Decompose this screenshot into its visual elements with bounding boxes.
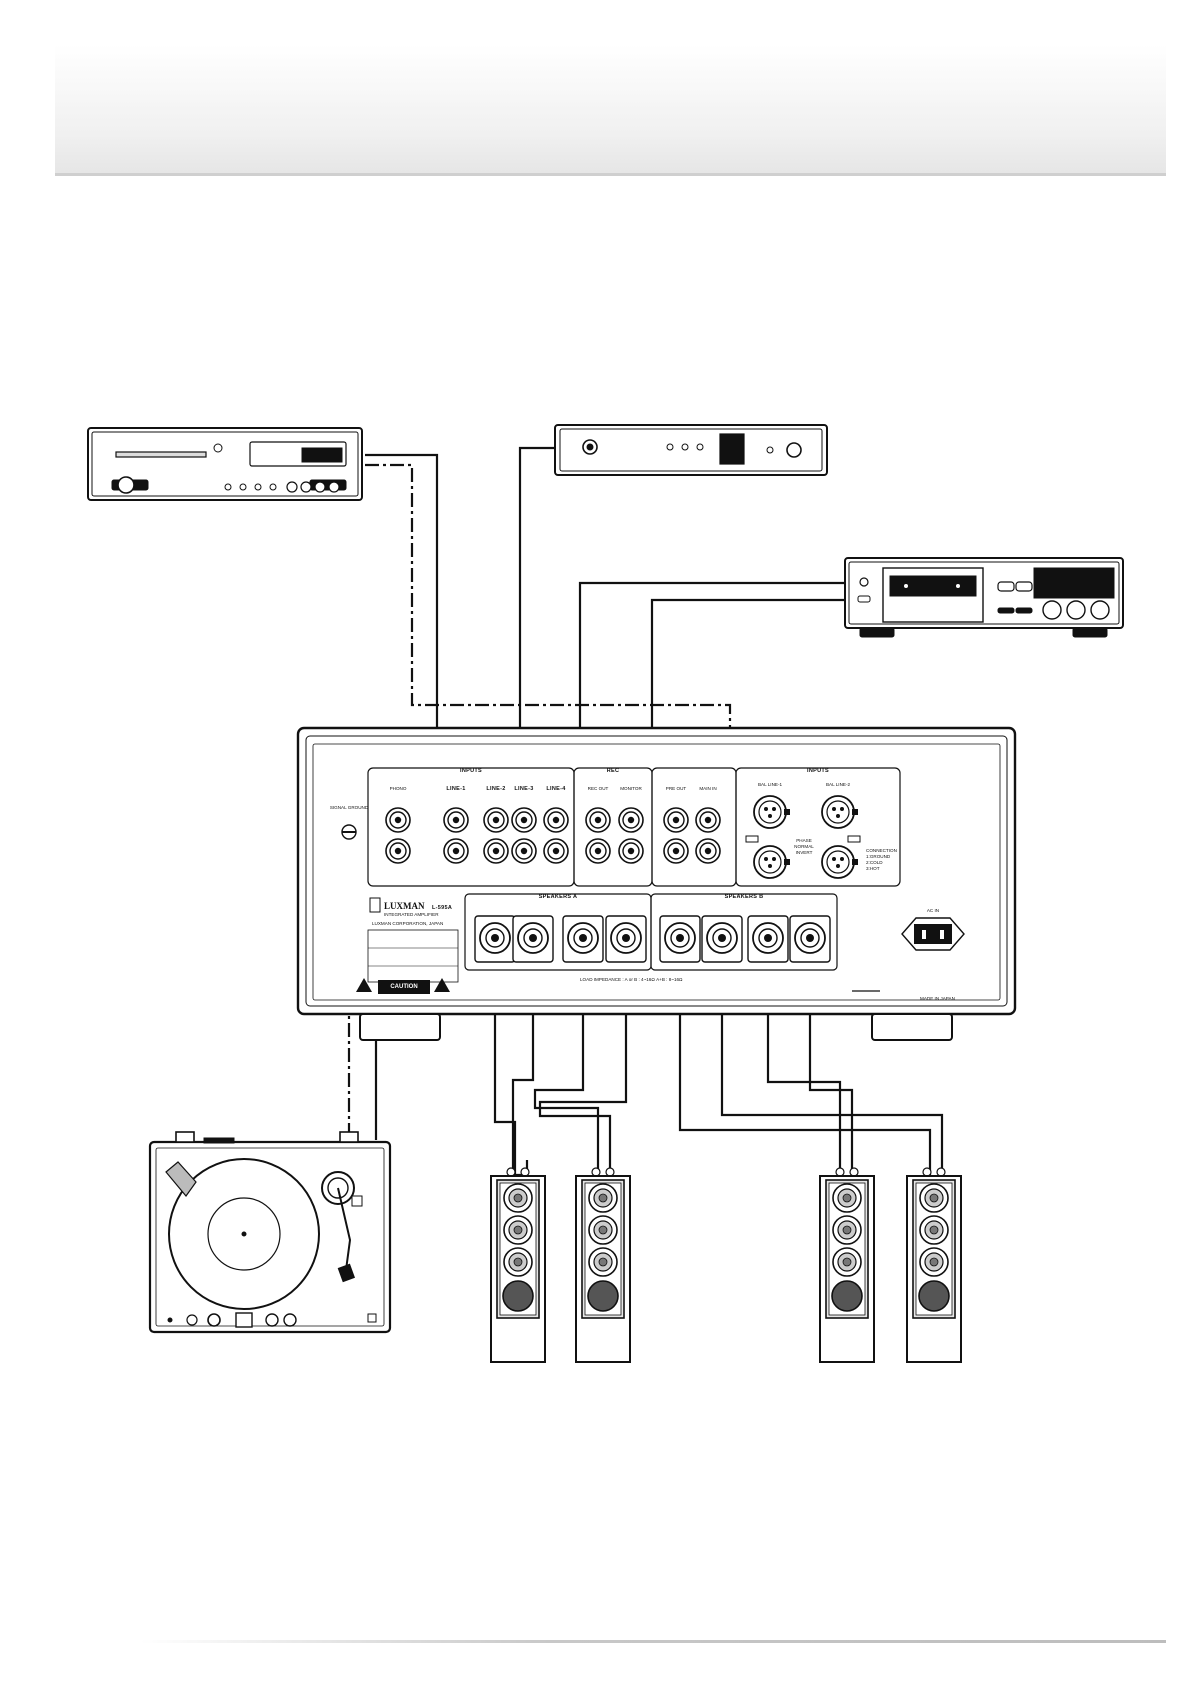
rca-jack [695,838,721,864]
rca-jack [443,838,469,864]
bal-line1-label: BAL LINE-1 [758,782,783,787]
rca-jack [483,807,509,833]
speaker-binding-post [562,915,604,963]
line2-label: LINE-2 [486,786,505,792]
speaker-binding-post [659,915,701,963]
model-name: L-595A [432,905,452,911]
connection-label: CONNECTION [866,848,897,853]
rca-jack [543,807,569,833]
rca-jack [585,838,611,864]
speaker-terminals: SPEAKERS A SPEAKERS B [464,893,838,971]
amp-subtitle: INTEGRATED AMPLIFIER [384,912,439,917]
speaker-binding-post [605,915,647,963]
rca-jacks [385,807,721,864]
turntable [148,1131,392,1334]
rca-jack [385,838,411,864]
floor-speaker [819,1167,875,1363]
cable-spk-a4 [538,940,628,1175]
inputs-label: INPUTS [460,768,482,774]
connection-1-label: 1:GROUND [866,854,891,859]
load-impedance-label: LOAD IMPEDANCE : A or B : 4~16Ω A+B : 8~… [580,977,683,982]
floor-speaker [490,1167,546,1363]
cable-cd-line1-a [365,463,761,791]
connection-3-label: 3:HOT [866,866,880,871]
phase-invert-label: INVERT [796,850,813,855]
header-band [55,45,1166,176]
floor-speaker [906,1167,962,1363]
xlr-connector [753,845,790,879]
rca-jack [695,807,721,833]
speakers [490,1167,962,1363]
xlr-connector [821,795,858,829]
ac-in-label: AC IN [927,908,939,913]
phono-label: PHONO [390,786,407,791]
phase-label: PHASE [796,838,812,843]
footer-rule [140,1640,1166,1643]
caution-label: CAUTION [390,984,417,990]
tape-deck [844,557,1124,638]
ac-inlet: AC IN MADE IN JAPAN [852,908,965,1001]
speaker-binding-post [474,915,516,963]
rec-out-label: REC OUT [588,786,609,791]
line1-label: LINE-1 [446,786,465,792]
rca-jack [483,838,509,864]
speaker-binding-post [512,915,554,963]
monitor-label: MONITOR [620,786,642,791]
rca-jack [443,807,469,833]
floor-speaker [575,1167,631,1363]
line3-label: LINE-3 [514,786,533,792]
xlr-connector [753,795,790,829]
rca-jack [618,838,644,864]
rca-jack [618,807,644,833]
pre-out-label: PRE OUT [666,786,687,791]
inputs-bal-label: INPUTS [807,768,829,774]
rca-jack [663,807,689,833]
speaker-binding-post [747,915,789,963]
rca-jack [511,807,537,833]
phase-normal-label: NORMAL [794,844,814,849]
cable-spk-b2 [720,940,944,1175]
line4-label: LINE-4 [546,786,566,792]
speakers-b-label: SPEAKERS B [725,894,764,900]
brand-name: LUXMAN [384,901,425,911]
bal-line2-label: BAL LINE-2 [826,782,851,787]
rca-jack [585,807,611,833]
cable-spk-a3 [533,940,600,1175]
signal-ground-label: SIGNAL GROUND [330,805,369,810]
main-in-label: MAIN IN [699,786,716,791]
cable-spk-a1 [493,940,517,1175]
xlr-jacks [753,795,858,879]
cd-player [87,427,363,501]
brand-plate: LUXMAN L-595A INTEGRATED AMPLIFIER LUXMA… [356,897,459,994]
rca-jack [385,807,411,833]
speaker-binding-post [789,915,831,963]
speaker-posts [474,915,831,963]
speaker-binding-post [701,915,743,963]
cable-spk-b1 [678,940,932,1175]
speakers-a-label: SPEAKERS A [539,894,578,900]
xlr-connector [821,845,858,879]
connection-2-label: 2:COLD [866,860,883,865]
made-in-label: MADE IN JAPAN [920,996,955,1001]
tuner-device [554,424,828,476]
rca-jack [511,838,537,864]
rca-jack [543,838,569,864]
rca-jack [663,838,689,864]
rec-label: REC [607,768,620,774]
company-name: LUXMAN CORPORATION, JAPAN [372,921,443,926]
